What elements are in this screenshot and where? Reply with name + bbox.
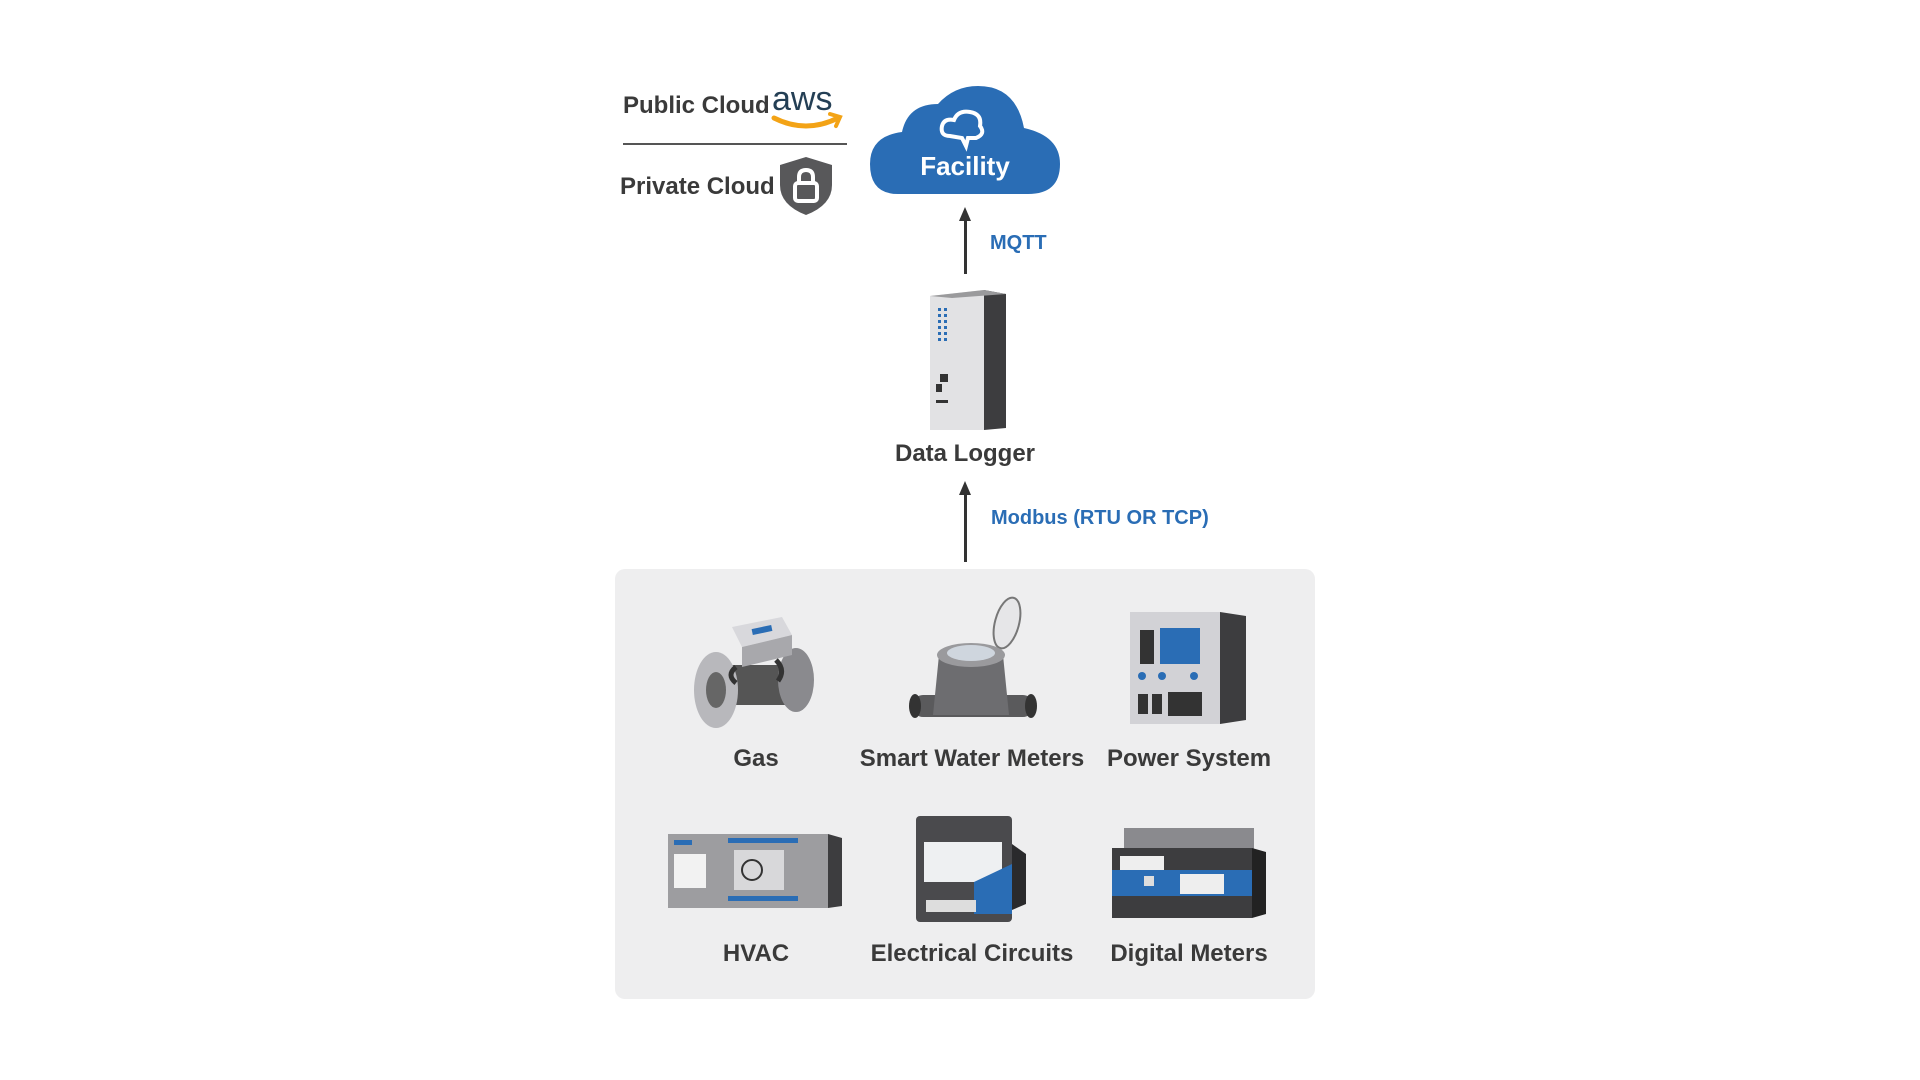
device-label-electrical-circuits: Electrical Circuits xyxy=(870,940,1074,967)
hvac-controller-icon xyxy=(668,834,842,908)
facility-cloud: Facility xyxy=(870,86,1060,194)
digital-meter-icon xyxy=(1112,828,1266,918)
gas-meter-icon xyxy=(694,617,814,728)
electrical-meter-icon xyxy=(916,816,1026,922)
mqtt-label: MQTT xyxy=(990,232,1047,254)
device-label-gas: Gas xyxy=(733,745,779,772)
power-system-icon xyxy=(1130,612,1246,724)
arrow-modbus xyxy=(964,492,967,562)
svg-text:Facility: Facility xyxy=(920,151,1010,181)
shield-lock-icon xyxy=(780,157,832,215)
divider xyxy=(623,143,847,145)
arrow-mqtt xyxy=(964,218,967,274)
arrow-head-modbus xyxy=(959,481,971,495)
svg-text:aws: aws xyxy=(772,82,832,118)
device-label-smart-water-meters: Smart Water Meters xyxy=(859,745,1085,772)
device-label-digital-meters: Digital Meters xyxy=(1110,940,1268,967)
aws-logo: aws xyxy=(771,82,843,129)
water-meter-icon xyxy=(909,596,1037,718)
data-logger-device xyxy=(930,290,1006,430)
public-cloud-label: Public Cloud xyxy=(623,92,770,119)
arrow-head-mqtt xyxy=(959,207,971,221)
device-label-power-system: Power System xyxy=(1106,745,1272,772)
modbus-label: Modbus (RTU OR TCP) xyxy=(991,507,1209,529)
data-logger-label: Data Logger xyxy=(894,440,1036,467)
private-cloud-label: Private Cloud xyxy=(620,173,775,200)
device-label-hvac: HVAC xyxy=(722,940,790,967)
cloud-chat-icon xyxy=(939,109,985,152)
